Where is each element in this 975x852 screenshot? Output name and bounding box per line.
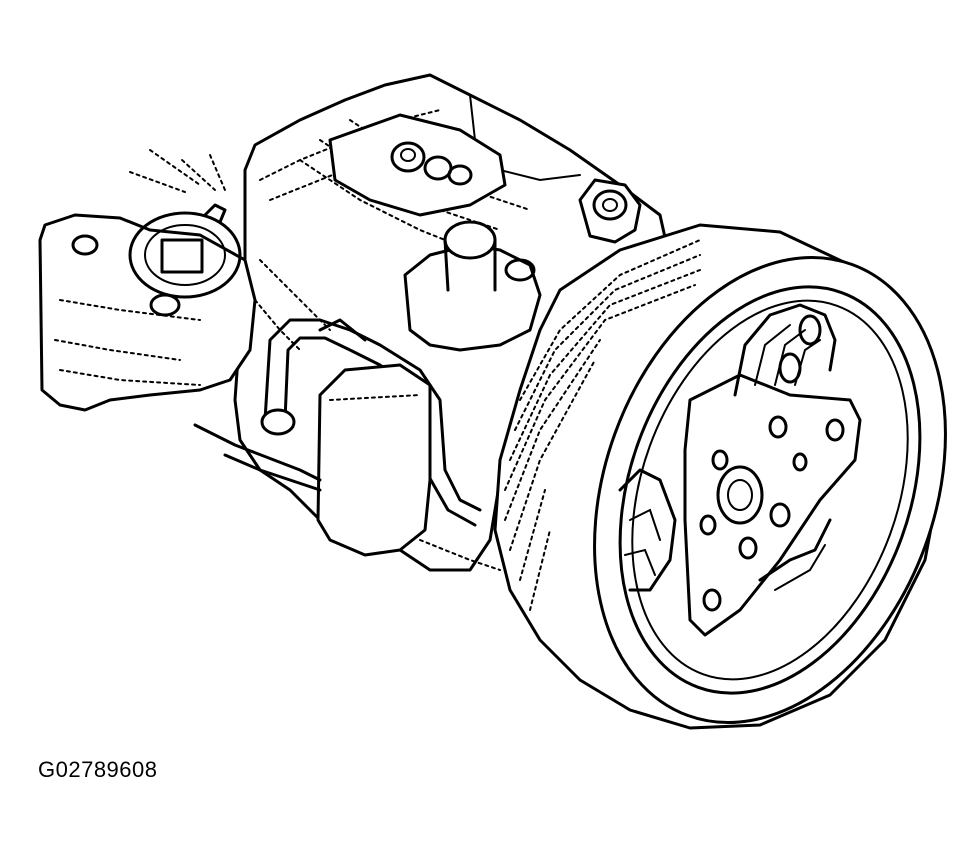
mounting-bracket xyxy=(38,203,257,412)
lower-block xyxy=(193,363,501,571)
pressure-switch xyxy=(403,220,542,352)
top-cap xyxy=(328,113,507,217)
clutch-hub xyxy=(683,373,862,637)
refrigerant-pipe xyxy=(260,318,482,527)
figure-code: G02789608 xyxy=(38,757,158,782)
clutch-coil xyxy=(618,303,837,592)
service-bolt xyxy=(578,178,642,244)
motion-lines xyxy=(129,149,226,193)
